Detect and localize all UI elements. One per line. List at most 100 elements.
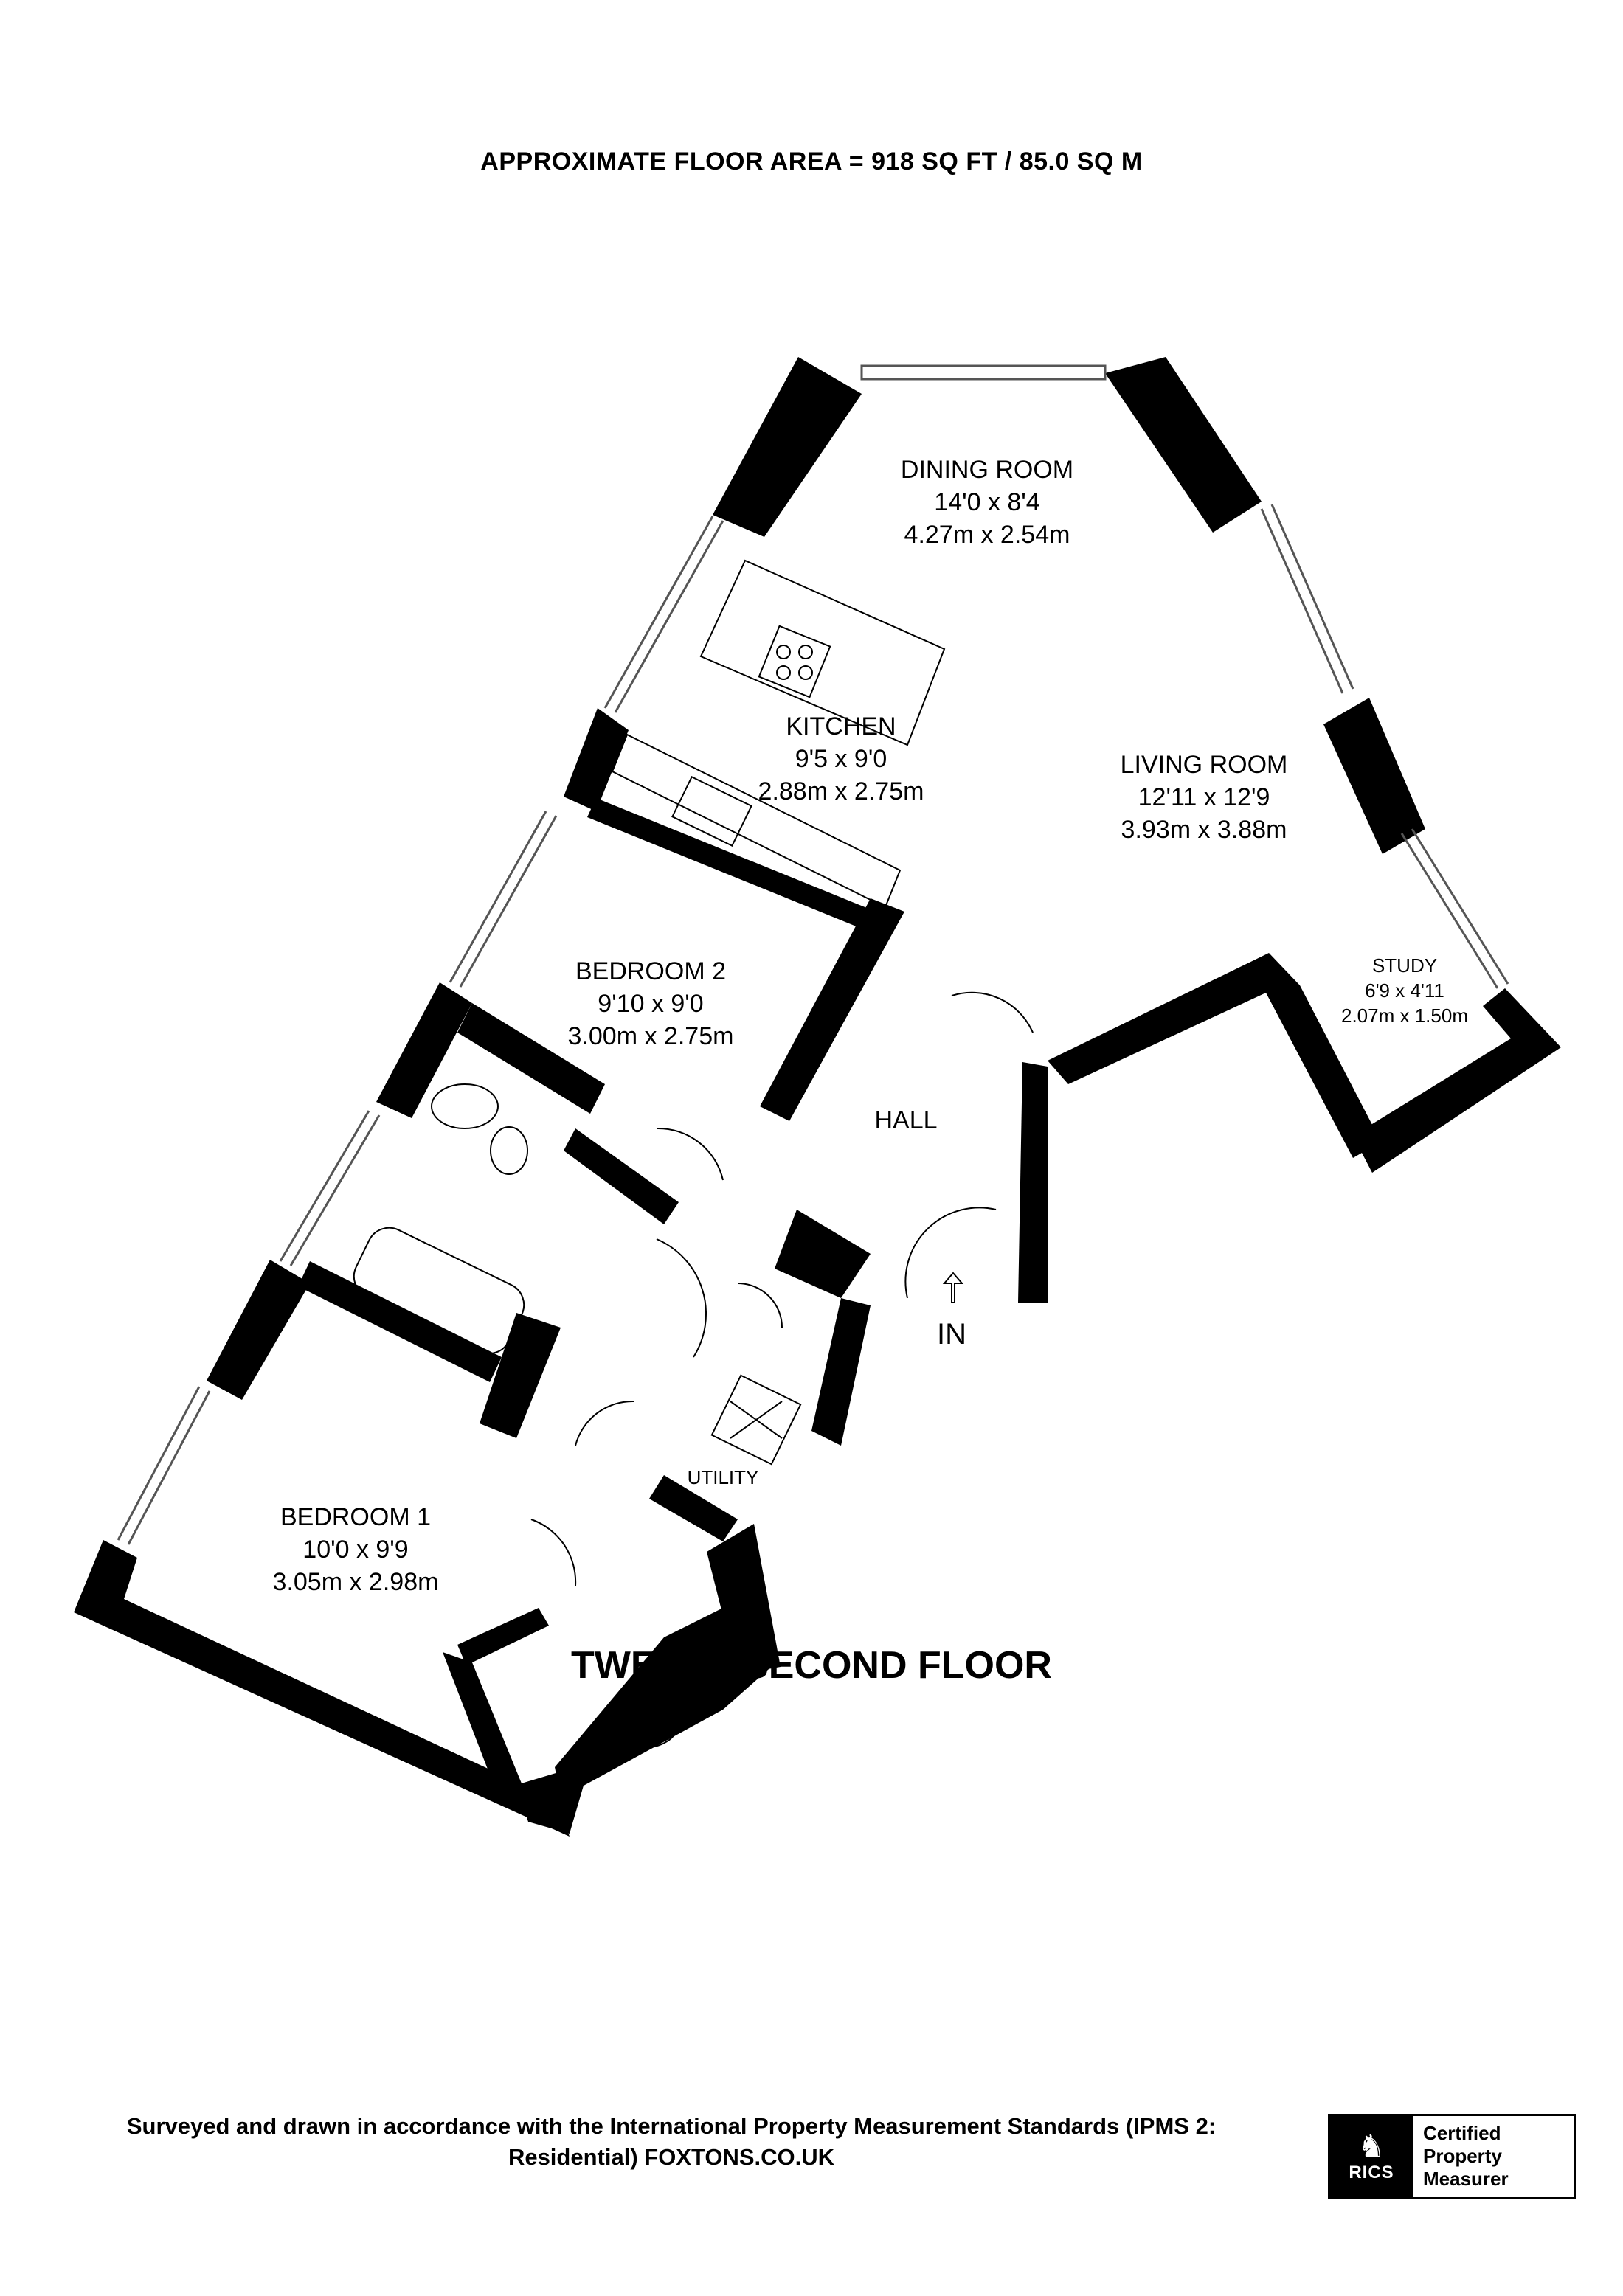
lion-crest-icon: ♞ bbox=[1357, 2129, 1385, 2163]
footer-line: Residential) FOXTONS.CO.UK bbox=[508, 2144, 835, 2170]
wall-segment bbox=[74, 1540, 570, 1837]
window bbox=[289, 1114, 381, 1266]
wall-segment bbox=[443, 1652, 528, 1806]
entrance-marker: IN bbox=[937, 1272, 966, 1350]
wall-segment bbox=[707, 1524, 781, 1674]
room-dining: DINING ROOM 14'0 x 8'4 4.27m x 2.54m bbox=[901, 456, 1073, 549]
room-living: LIVING ROOM 12'11 x 12'9 3.93m x 3.88m bbox=[1121, 751, 1288, 844]
door-swing bbox=[656, 1127, 724, 1181]
door-swing bbox=[656, 1238, 707, 1358]
boiler-icon bbox=[710, 1374, 802, 1466]
room-kitchen: KITCHEN 9'5 x 9'0 2.88m x 2.75m bbox=[758, 712, 924, 805]
entrance-label: IN bbox=[937, 1318, 966, 1350]
badge-line: Measurer bbox=[1423, 2168, 1509, 2190]
wall-segment bbox=[207, 1260, 310, 1400]
washbasin-icon bbox=[431, 1083, 499, 1129]
windows bbox=[117, 364, 1509, 1545]
room-dimensions-metric: 2.88m x 2.75m bbox=[758, 777, 924, 805]
washbasin-icon bbox=[606, 1703, 678, 1749]
wall-segment bbox=[649, 1475, 738, 1541]
door-swing bbox=[737, 1283, 783, 1328]
room-name: DINING ROOM bbox=[901, 456, 1073, 484]
window bbox=[127, 1390, 211, 1545]
window bbox=[1260, 508, 1344, 694]
wall-segment bbox=[1353, 988, 1561, 1173]
toilet-icon bbox=[490, 1126, 528, 1175]
window bbox=[860, 364, 1107, 381]
room-dimensions-imperial: 12'11 x 12'9 bbox=[1138, 783, 1270, 811]
up-arrow-icon bbox=[942, 1272, 964, 1303]
wall-segment bbox=[1048, 953, 1381, 1158]
room-name: STUDY bbox=[1372, 954, 1437, 977]
door-swing bbox=[575, 1400, 635, 1446]
room-name: LIVING ROOM bbox=[1121, 751, 1288, 779]
wall-segment bbox=[713, 357, 862, 537]
kitchen-worktop bbox=[611, 733, 902, 909]
wall-segment bbox=[760, 898, 904, 1121]
door-swings bbox=[530, 991, 1034, 1586]
rics-logo-text: RICS bbox=[1349, 2163, 1394, 2182]
room-name: BEDROOM 2 bbox=[575, 957, 726, 985]
wall-segment bbox=[376, 982, 472, 1118]
window bbox=[1270, 504, 1354, 690]
window bbox=[1411, 828, 1509, 985]
room-dimensions-metric: 3.93m x 3.88m bbox=[1121, 816, 1287, 844]
room-dimensions-imperial: 9'5 x 9'0 bbox=[795, 745, 887, 773]
floor-area-heading: APPROXIMATE FLOOR AREA = 918 SQ FT / 85.… bbox=[480, 148, 1143, 176]
window bbox=[279, 1110, 370, 1262]
floor-name: TWENTY SECOND FLOOR bbox=[571, 1644, 1052, 1687]
footer-statement: Surveyed and drawn in accordance with th… bbox=[44, 2111, 1298, 2173]
room-name: KITCHEN bbox=[786, 712, 896, 741]
wall-segment bbox=[298, 1261, 502, 1382]
wall-segment bbox=[1105, 357, 1262, 533]
window bbox=[459, 815, 558, 988]
fixtures bbox=[353, 559, 946, 1749]
floor-plan: DINING ROOM 14'0 x 8'4 4.27m x 2.54m KIT… bbox=[74, 357, 1561, 1837]
room-utility: UTILITY bbox=[688, 1466, 759, 1488]
room-dimensions-metric: 2.07m x 1.50m bbox=[1341, 1005, 1468, 1027]
wall-segment bbox=[1018, 1062, 1048, 1303]
room-dimensions-imperial: 9'10 x 9'0 bbox=[598, 990, 703, 1018]
wall-segment bbox=[775, 1210, 871, 1298]
door-swing bbox=[951, 991, 1034, 1033]
door-swing bbox=[904, 1207, 997, 1299]
kitchen-island bbox=[699, 559, 946, 746]
toilet-icon bbox=[674, 1634, 713, 1682]
badge-text: Certified Property Measurer bbox=[1413, 2116, 1574, 2197]
room-dimensions-metric: 3.00m x 2.75m bbox=[568, 1022, 734, 1050]
window bbox=[117, 1386, 201, 1541]
rics-logo: ♞ RICS bbox=[1330, 2116, 1413, 2197]
window bbox=[603, 516, 714, 709]
wall-segment bbox=[457, 1608, 549, 1665]
room-dimensions-metric: 3.05m x 2.98m bbox=[273, 1568, 439, 1596]
window bbox=[1400, 833, 1499, 989]
room-dimensions-metric: 4.27m x 2.54m bbox=[904, 521, 1070, 549]
room-study: STUDY 6'9 x 4'11 2.07m x 1.50m bbox=[1341, 954, 1468, 1027]
room-dimensions-imperial: 6'9 x 4'11 bbox=[1365, 979, 1444, 1002]
door-swing bbox=[530, 1519, 577, 1586]
room-name: BEDROOM 1 bbox=[280, 1503, 431, 1531]
room-dimensions-imperial: 14'0 x 8'4 bbox=[934, 488, 1039, 516]
window bbox=[614, 520, 724, 713]
badge-line: Property bbox=[1423, 2145, 1502, 2167]
wall-segment bbox=[480, 1313, 561, 1438]
badge-line: Certified bbox=[1423, 2122, 1501, 2144]
room-name: UTILITY bbox=[688, 1466, 759, 1488]
wall-segment bbox=[587, 798, 894, 938]
wall-segment bbox=[564, 708, 629, 811]
wall-segment bbox=[1323, 698, 1425, 854]
sink-icon bbox=[671, 775, 752, 847]
rics-certified-badge: ♞ RICS Certified Property Measurer bbox=[1328, 2114, 1576, 2199]
bath-icon bbox=[353, 1227, 525, 1355]
wall-segment bbox=[564, 1128, 679, 1224]
room-bedroom-1: BEDROOM 1 10'0 x 9'9 3.05m x 2.98m bbox=[273, 1503, 439, 1596]
room-hall: HALL bbox=[874, 1106, 937, 1134]
hob-icon bbox=[758, 625, 831, 698]
exterior-walls bbox=[74, 357, 1561, 1837]
wall-segment bbox=[555, 1600, 775, 1798]
room-bedroom-2: BEDROOM 2 9'10 x 9'0 3.00m x 2.75m bbox=[568, 957, 734, 1050]
room-name: HALL bbox=[874, 1106, 937, 1134]
wall-segment bbox=[457, 1003, 605, 1114]
footer-line: Surveyed and drawn in accordance with th… bbox=[126, 2113, 1217, 2139]
window bbox=[449, 811, 547, 983]
